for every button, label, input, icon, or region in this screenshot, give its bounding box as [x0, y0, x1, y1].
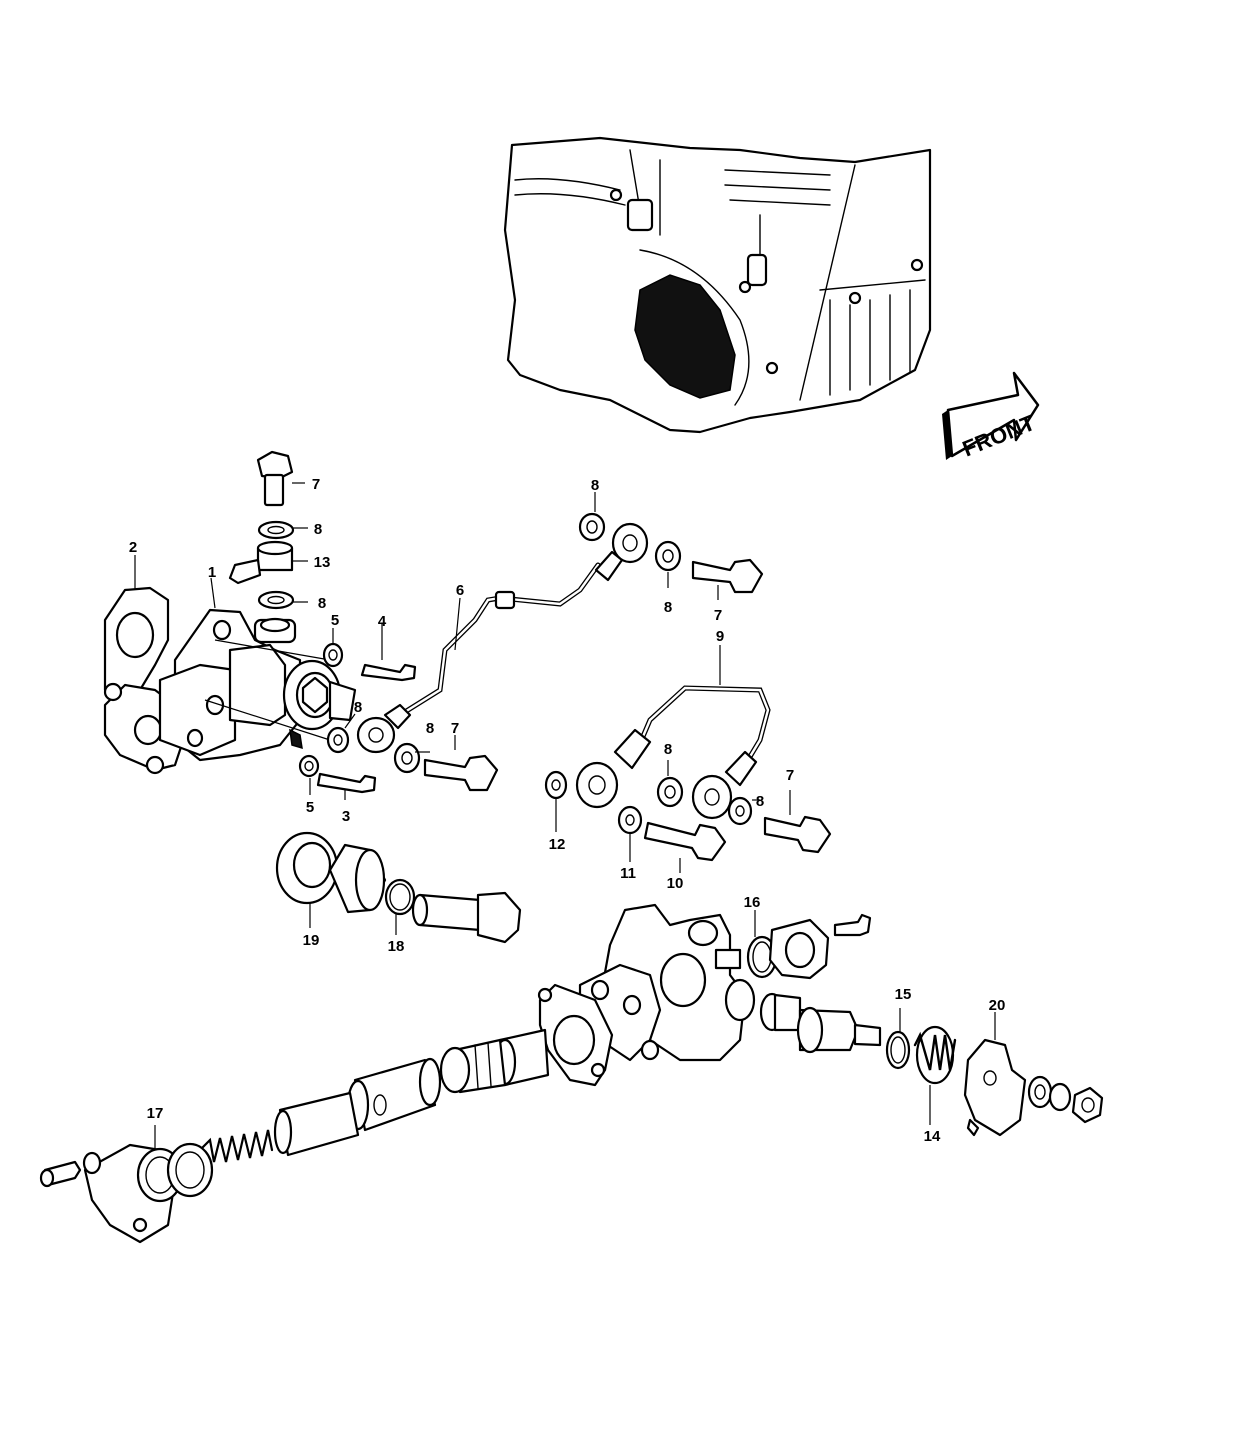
callout-7-pipe9: 7	[786, 767, 794, 784]
callout-15: 15	[895, 986, 912, 1003]
callout-7-right: 7	[714, 607, 722, 624]
callout-8-pipe-right: 8	[664, 599, 672, 616]
callout-8-pipe-top: 8	[591, 477, 599, 494]
leader-lines	[134, 555, 461, 800]
callout-3: 3	[342, 808, 350, 825]
callout-8-middle: 8	[426, 720, 434, 737]
callout-8-pipe9-center: 8	[664, 741, 672, 758]
screws-and-washers-3-4-5	[298, 628, 417, 795]
callout-7-top: 7	[312, 476, 320, 493]
engine-case-illustration	[503, 136, 932, 434]
callout-17: 17	[147, 1105, 164, 1122]
callout-6: 6	[456, 582, 464, 599]
callout-10: 10	[667, 875, 684, 892]
oil-pump-lower-assembly	[39, 903, 872, 1244]
callout-8-top2: 8	[318, 595, 326, 612]
callout-14: 14	[924, 1128, 941, 1145]
callout-11: 11	[620, 865, 636, 882]
callout-12: 12	[549, 836, 566, 853]
callout-16: 16	[744, 894, 761, 911]
callout-5-lower: 5	[306, 799, 314, 816]
callout-5-upper: 5	[331, 612, 339, 629]
callout-labels: 1 2 3 4 5 5 6 7 7 7 7 8 8 8 8 8 8 8 8 9 …	[129, 476, 1006, 1145]
banjo-bolt-top-stack	[228, 450, 308, 610]
callout-20: 20	[989, 997, 1006, 1014]
oil-pipe-9	[575, 645, 771, 820]
callout-8-pipe9-right: 8	[756, 793, 764, 810]
callout-8-top1: 8	[314, 521, 322, 538]
callout-4: 4	[378, 613, 387, 630]
callout-18: 18	[388, 938, 405, 955]
callout-9: 9	[716, 628, 724, 645]
banjo-bolt-middle-stack	[326, 713, 499, 792]
callout-7-middle: 7	[451, 720, 459, 737]
pipe-9-fasteners	[544, 760, 832, 873]
oil-pump-upper-assembly	[103, 586, 357, 775]
oil-pipe-6	[356, 522, 649, 754]
seal-and-plunger-group	[275, 831, 522, 944]
callout-13: 13	[314, 554, 331, 571]
callout-19: 19	[303, 932, 320, 949]
lower-right-hardware	[759, 992, 1104, 1137]
front-direction-badge: FRONT	[942, 371, 1040, 461]
callout-2: 2	[129, 539, 137, 556]
callout-1: 1	[208, 564, 216, 581]
banjo-bolt-right-stack	[578, 492, 764, 600]
callout-8-body: 8	[354, 699, 362, 716]
